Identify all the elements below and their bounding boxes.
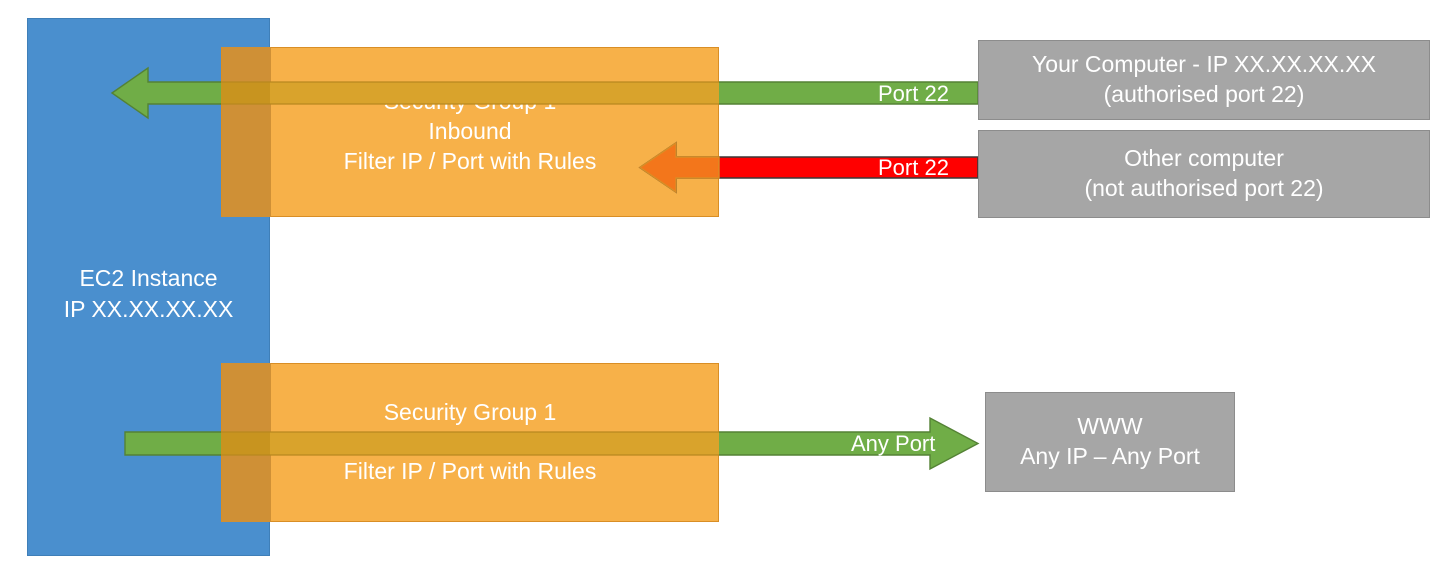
security-group-inbound-box: Security Group 1 Inbound Filter IP / Por… [221,47,719,217]
other-computer-note: (not authorised port 22) [1084,175,1324,201]
other-computer-title: Other computer [1124,145,1284,172]
sg-outbound-direction: Outbound [419,428,521,455]
sg-outbound-title: Security Group 1 [383,398,557,425]
your-computer-box: Your Computer - IP XX.XX.XX.XX (authoris… [978,40,1430,120]
outbound-arrow-label: Any Port [851,431,936,456]
your-computer-title: Your Computer - IP XX.XX.XX.XX [1032,51,1376,78]
sg-outbound-rules: Filter IP / Port with Rules [343,458,597,485]
www-note: Any IP – Any Port [1020,443,1200,469]
allowed-inbound-arrow-label: Port 22 [878,81,949,106]
sg-inbound-title: Security Group 1 [383,88,557,115]
other-computer-box: Other computer (not authorised port 22) [978,130,1430,218]
ec2-instance-label: EC2 Instance IP XX.XX.XX.XX [28,263,269,325]
ec2-instance-name: EC2 Instance [79,265,218,291]
sg-inbound-direction: Inbound [428,118,512,145]
www-title: WWW [1077,413,1143,440]
ec2-instance-ip: IP XX.XX.XX.XX [63,296,234,323]
sg-inbound-rules: Filter IP / Port with Rules [343,147,597,174]
blocked-inbound-arrow-label: Port 22 [878,155,949,180]
www-box: WWW Any IP – Any Port [985,392,1235,492]
your-computer-note: (authorised port 22) [1103,81,1305,107]
security-group-outbound-box: Security Group 1 Outbound Filter IP / Po… [221,363,719,522]
